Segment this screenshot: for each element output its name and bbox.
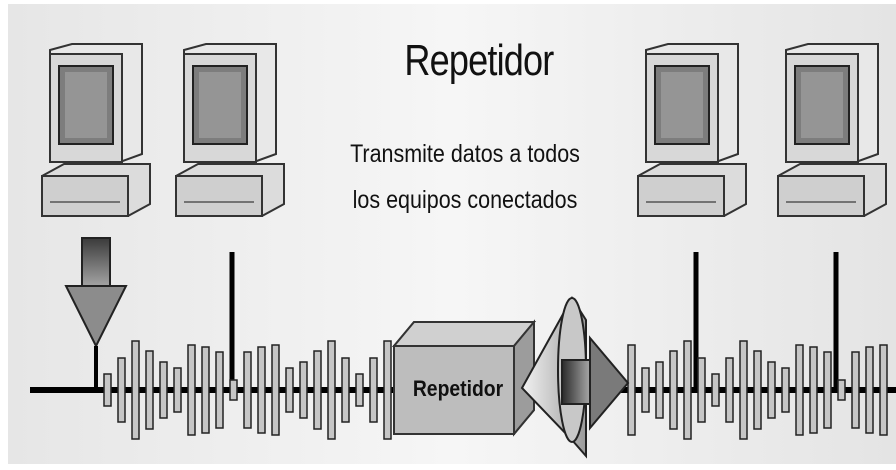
signal-bar (103, 373, 112, 407)
signal-bar (879, 344, 888, 436)
signal-bar (753, 350, 762, 430)
computer-icon (41, 43, 151, 217)
signal-bar (767, 361, 776, 419)
signal-bar (215, 351, 224, 429)
signal-bar (655, 361, 664, 419)
signal-bar (327, 340, 336, 440)
signal-bar (683, 340, 692, 440)
signal-bar (159, 361, 168, 419)
signal-bar (809, 346, 818, 434)
signal-bar (865, 346, 874, 434)
repeater-label: Repetidor (412, 376, 504, 401)
signal-wave-left (103, 340, 392, 440)
computer-icon (777, 43, 887, 217)
signal-bar (383, 340, 392, 440)
computer-icon (637, 43, 747, 217)
subtitle-line-1: Transmite datos a todos (350, 140, 580, 168)
signal-bar (355, 373, 364, 407)
right-arrow-icon (561, 335, 630, 431)
signal-bar (711, 373, 720, 407)
signal-bar (299, 361, 308, 419)
signal-bar (781, 367, 790, 413)
signal-bar (131, 340, 140, 440)
signal-bar (243, 351, 252, 429)
subtitle-line-2: los equipos conectados (352, 186, 578, 214)
signal-bar (369, 357, 378, 423)
signal-bar (257, 346, 266, 434)
signal-bar (641, 367, 650, 413)
signal-bar (145, 350, 154, 430)
signal-bar (725, 357, 734, 423)
diagram-title: Repetidor (404, 36, 554, 85)
signal-bar (341, 357, 350, 423)
signal-bar (697, 357, 706, 423)
signal-bar (627, 344, 636, 436)
signal-bar (271, 344, 280, 436)
signal-bar (313, 350, 322, 430)
signal-bar (117, 357, 126, 423)
signal-bar (823, 351, 832, 429)
signal-bar (201, 346, 210, 434)
signal-bar (837, 379, 846, 401)
signal-bar (229, 379, 238, 401)
signal-bar (851, 351, 860, 429)
signal-bar (795, 344, 804, 436)
signal-bar (173, 367, 182, 413)
signal-bar (739, 340, 748, 440)
signal-bar (187, 344, 196, 436)
signal-bar (669, 350, 678, 430)
repeater-box (391, 319, 537, 437)
down-arrow-icon (64, 237, 128, 390)
signal-wave-right (627, 340, 888, 440)
signal-bar (285, 367, 294, 413)
computer-icon (175, 43, 285, 217)
